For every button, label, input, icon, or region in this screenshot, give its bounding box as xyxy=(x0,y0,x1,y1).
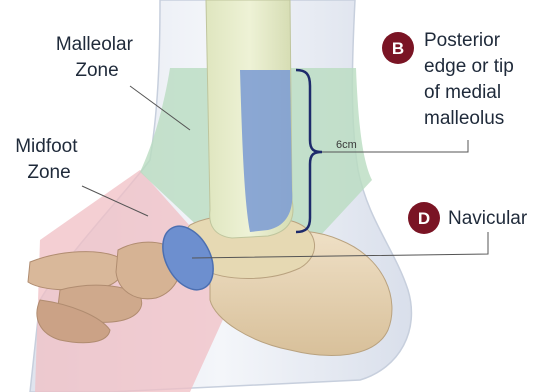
navicular-label: Navicular xyxy=(448,208,528,229)
badge-d-letter: D xyxy=(418,209,430,228)
midfoot-zone-label: Midfoot Zone xyxy=(15,136,83,183)
posterior-line-3: of medial xyxy=(424,82,501,103)
malleolar-line-2: Zone xyxy=(75,60,118,81)
malleolar-zone-label: Malleolar Zone xyxy=(56,34,138,81)
posterior-label: Posterior edge or tip of medial malleolu… xyxy=(424,30,519,129)
midfoot-line-2: Zone xyxy=(27,162,70,183)
posterior-malleolus-region xyxy=(240,70,292,232)
posterior-line-4: malleolus xyxy=(424,108,504,129)
posterior-line-2: edge or tip xyxy=(424,56,514,77)
malleolar-line-1: Malleolar xyxy=(56,34,134,55)
midfoot-line-1: Midfoot xyxy=(15,136,78,157)
badge-b-letter: B xyxy=(392,39,404,58)
measurement-label: 6cm xyxy=(336,139,357,151)
posterior-line-1: Posterior xyxy=(424,30,501,51)
